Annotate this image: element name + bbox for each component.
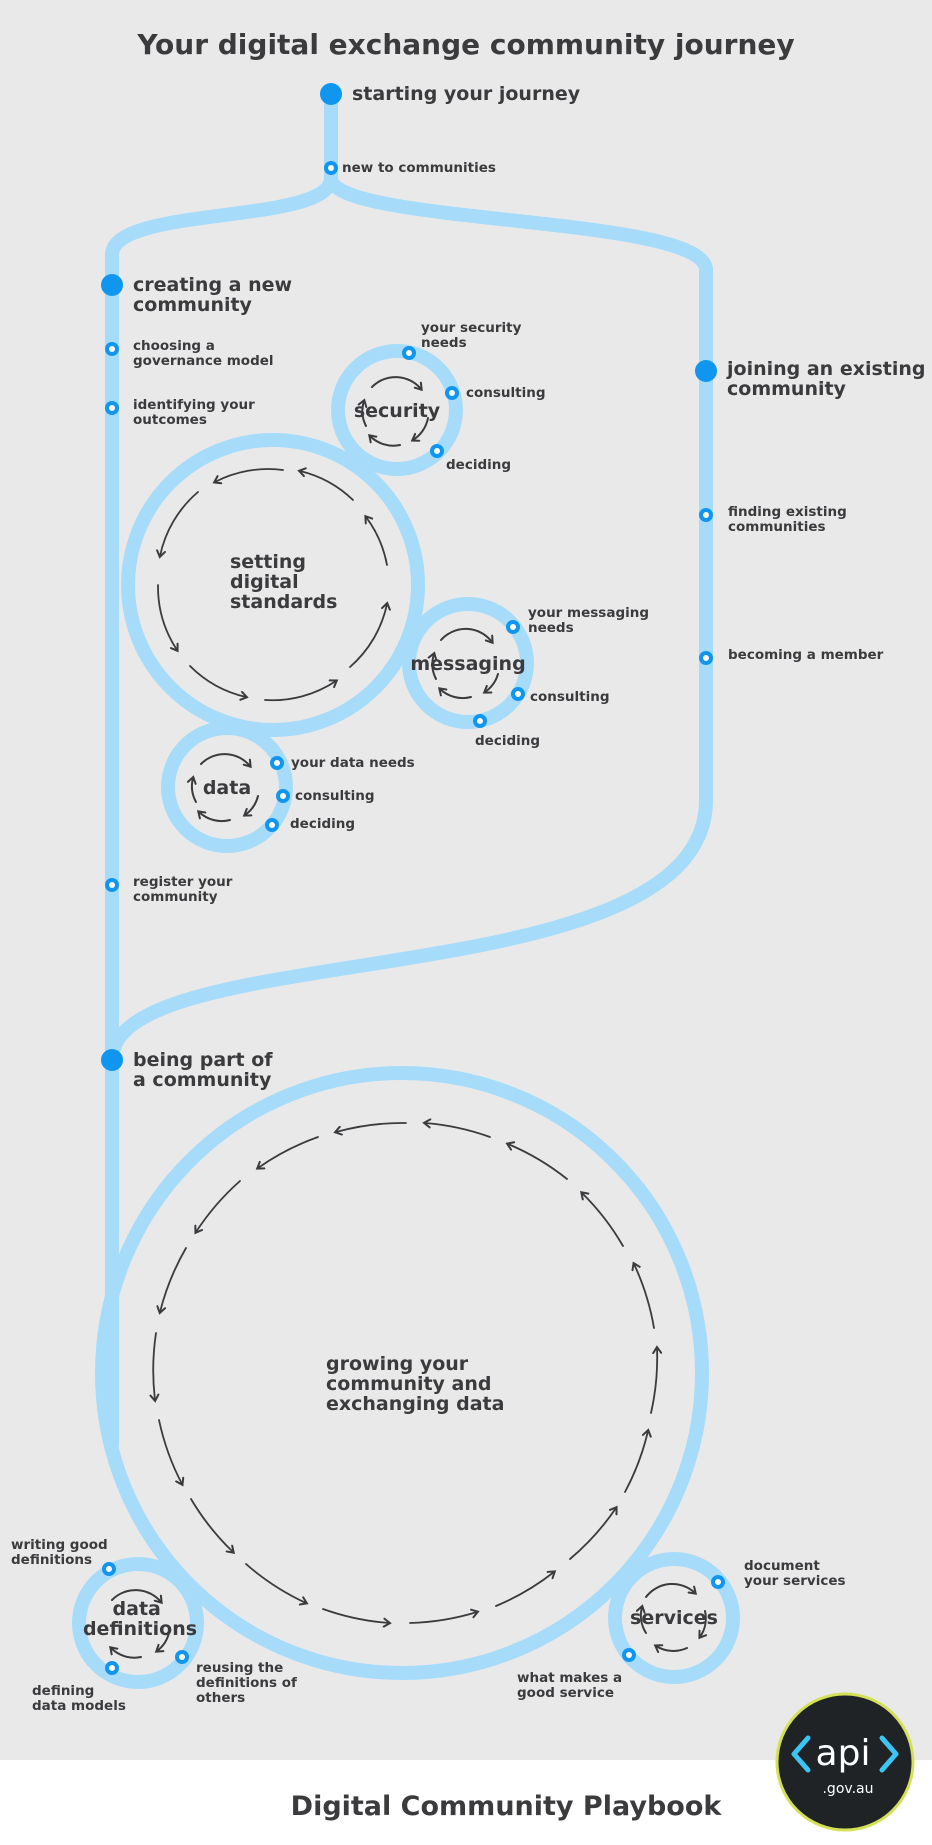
step-nodes — [102, 161, 725, 1675]
track-right-main — [105, 263, 713, 1067]
growing-arrows — [149, 1118, 663, 1628]
security-needs-label: your security needs — [421, 320, 526, 351]
step-register-label: register your community — [133, 874, 237, 905]
loop-messaging-label: messaging — [410, 653, 525, 675]
page-title: Your digital exchange community journey — [136, 28, 794, 61]
background-panel — [0, 0, 932, 1760]
track-fork-left — [105, 171, 338, 262]
loop-standards-ring — [121, 433, 425, 737]
standards-arrows — [156, 467, 391, 702]
definitions-writing-label: writing good definitions — [11, 1537, 112, 1568]
step-outcomes-label: identifying your outcomes — [133, 397, 259, 428]
step-node-data-consulting — [276, 789, 290, 803]
step-governance-label: choosing a governance model — [133, 338, 274, 369]
logo-api-text: api — [816, 1733, 871, 1774]
step-node-security-deciding — [430, 444, 444, 458]
milestone-join-label: joining an existing community — [726, 358, 932, 400]
loop-definitions-label: data definitions — [83, 1598, 197, 1640]
milestone-part-label: being part of a community — [133, 1049, 279, 1091]
data-deciding-label: deciding — [290, 816, 355, 832]
milestone-start-label: starting your journey — [352, 83, 581, 105]
data-consulting-label: consulting — [295, 788, 375, 804]
security-deciding-label: deciding — [446, 457, 511, 473]
step-node-finding — [699, 508, 713, 522]
step-node-becoming — [699, 651, 713, 665]
step-node-register — [105, 878, 119, 892]
services-arrows — [635, 1583, 708, 1654]
services-good-label: what makes a good service — [517, 1670, 627, 1701]
step-node-messaging-needs — [506, 620, 520, 634]
step-node-defining — [105, 1661, 119, 1675]
step-node-messaging-consulting — [511, 687, 525, 701]
step-node-data-deciding — [265, 818, 279, 832]
milestone-node-part — [101, 1049, 123, 1071]
footer-title: Digital Community Playbook — [291, 1791, 723, 1822]
services-document-label: document your services — [744, 1558, 846, 1589]
labels: starting your journey creating a new com… — [11, 83, 932, 1714]
loop-definitions-ring — [72, 1557, 204, 1689]
data-needs-label: your data needs — [291, 755, 415, 771]
milestone-nodes — [101, 83, 717, 1071]
step-node-new — [324, 161, 338, 175]
messaging-deciding-label: deciding — [475, 733, 540, 749]
milestone-node-create — [101, 274, 123, 296]
data-arrows — [186, 753, 259, 823]
step-becoming-label: becoming a member — [728, 647, 884, 663]
step-node-security-needs — [402, 346, 416, 360]
step-node-security-consulting — [445, 386, 459, 400]
logo-domain-text: .gov.au — [822, 1781, 873, 1797]
api-gov-au-logo: api .gov.au — [775, 1692, 915, 1832]
definitions-arrows — [109, 1589, 170, 1659]
milestone-create-label: creating a new community — [133, 274, 299, 316]
loop-services-label: services — [630, 1607, 718, 1629]
loop-growing-label: growing your community and exchanging da… — [326, 1353, 504, 1415]
step-node-reusing — [175, 1650, 189, 1664]
loop-messaging-ring — [402, 597, 534, 729]
step-new-label: new to communities — [342, 160, 496, 176]
definitions-reusing-label: reusing the definitions of others — [196, 1660, 302, 1706]
step-node-messaging-deciding — [473, 714, 487, 728]
loop-arrows — [109, 376, 708, 1659]
loop-security-label: security — [354, 400, 441, 422]
loop-security-ring — [331, 344, 463, 476]
loop-growing-ring — [95, 1066, 709, 1680]
step-node-writing — [102, 1562, 116, 1576]
journey-tracks — [72, 87, 740, 1689]
loop-data-ring — [161, 721, 293, 853]
security-arrows — [357, 376, 429, 447]
step-node-outcomes — [105, 401, 119, 415]
security-consulting-label: consulting — [466, 385, 546, 401]
step-node-good-service — [622, 1648, 636, 1662]
definitions-defining-label: defining data models — [32, 1683, 126, 1714]
step-node-document — [711, 1575, 725, 1589]
messaging-arrows — [427, 627, 499, 700]
loop-data-label: data — [203, 777, 251, 799]
track-fork-right — [324, 171, 713, 277]
messaging-needs-label: your messaging needs — [528, 605, 654, 636]
step-finding-label: finding existing communities — [728, 504, 851, 535]
loop-services-ring — [608, 1552, 740, 1684]
milestone-node-join — [695, 360, 717, 382]
step-node-governance — [105, 342, 119, 356]
loop-standards-label: setting digital standards — [230, 551, 337, 613]
messaging-consulting-label: consulting — [530, 689, 610, 705]
step-node-data-needs — [270, 756, 284, 770]
milestone-node-start — [320, 83, 342, 105]
